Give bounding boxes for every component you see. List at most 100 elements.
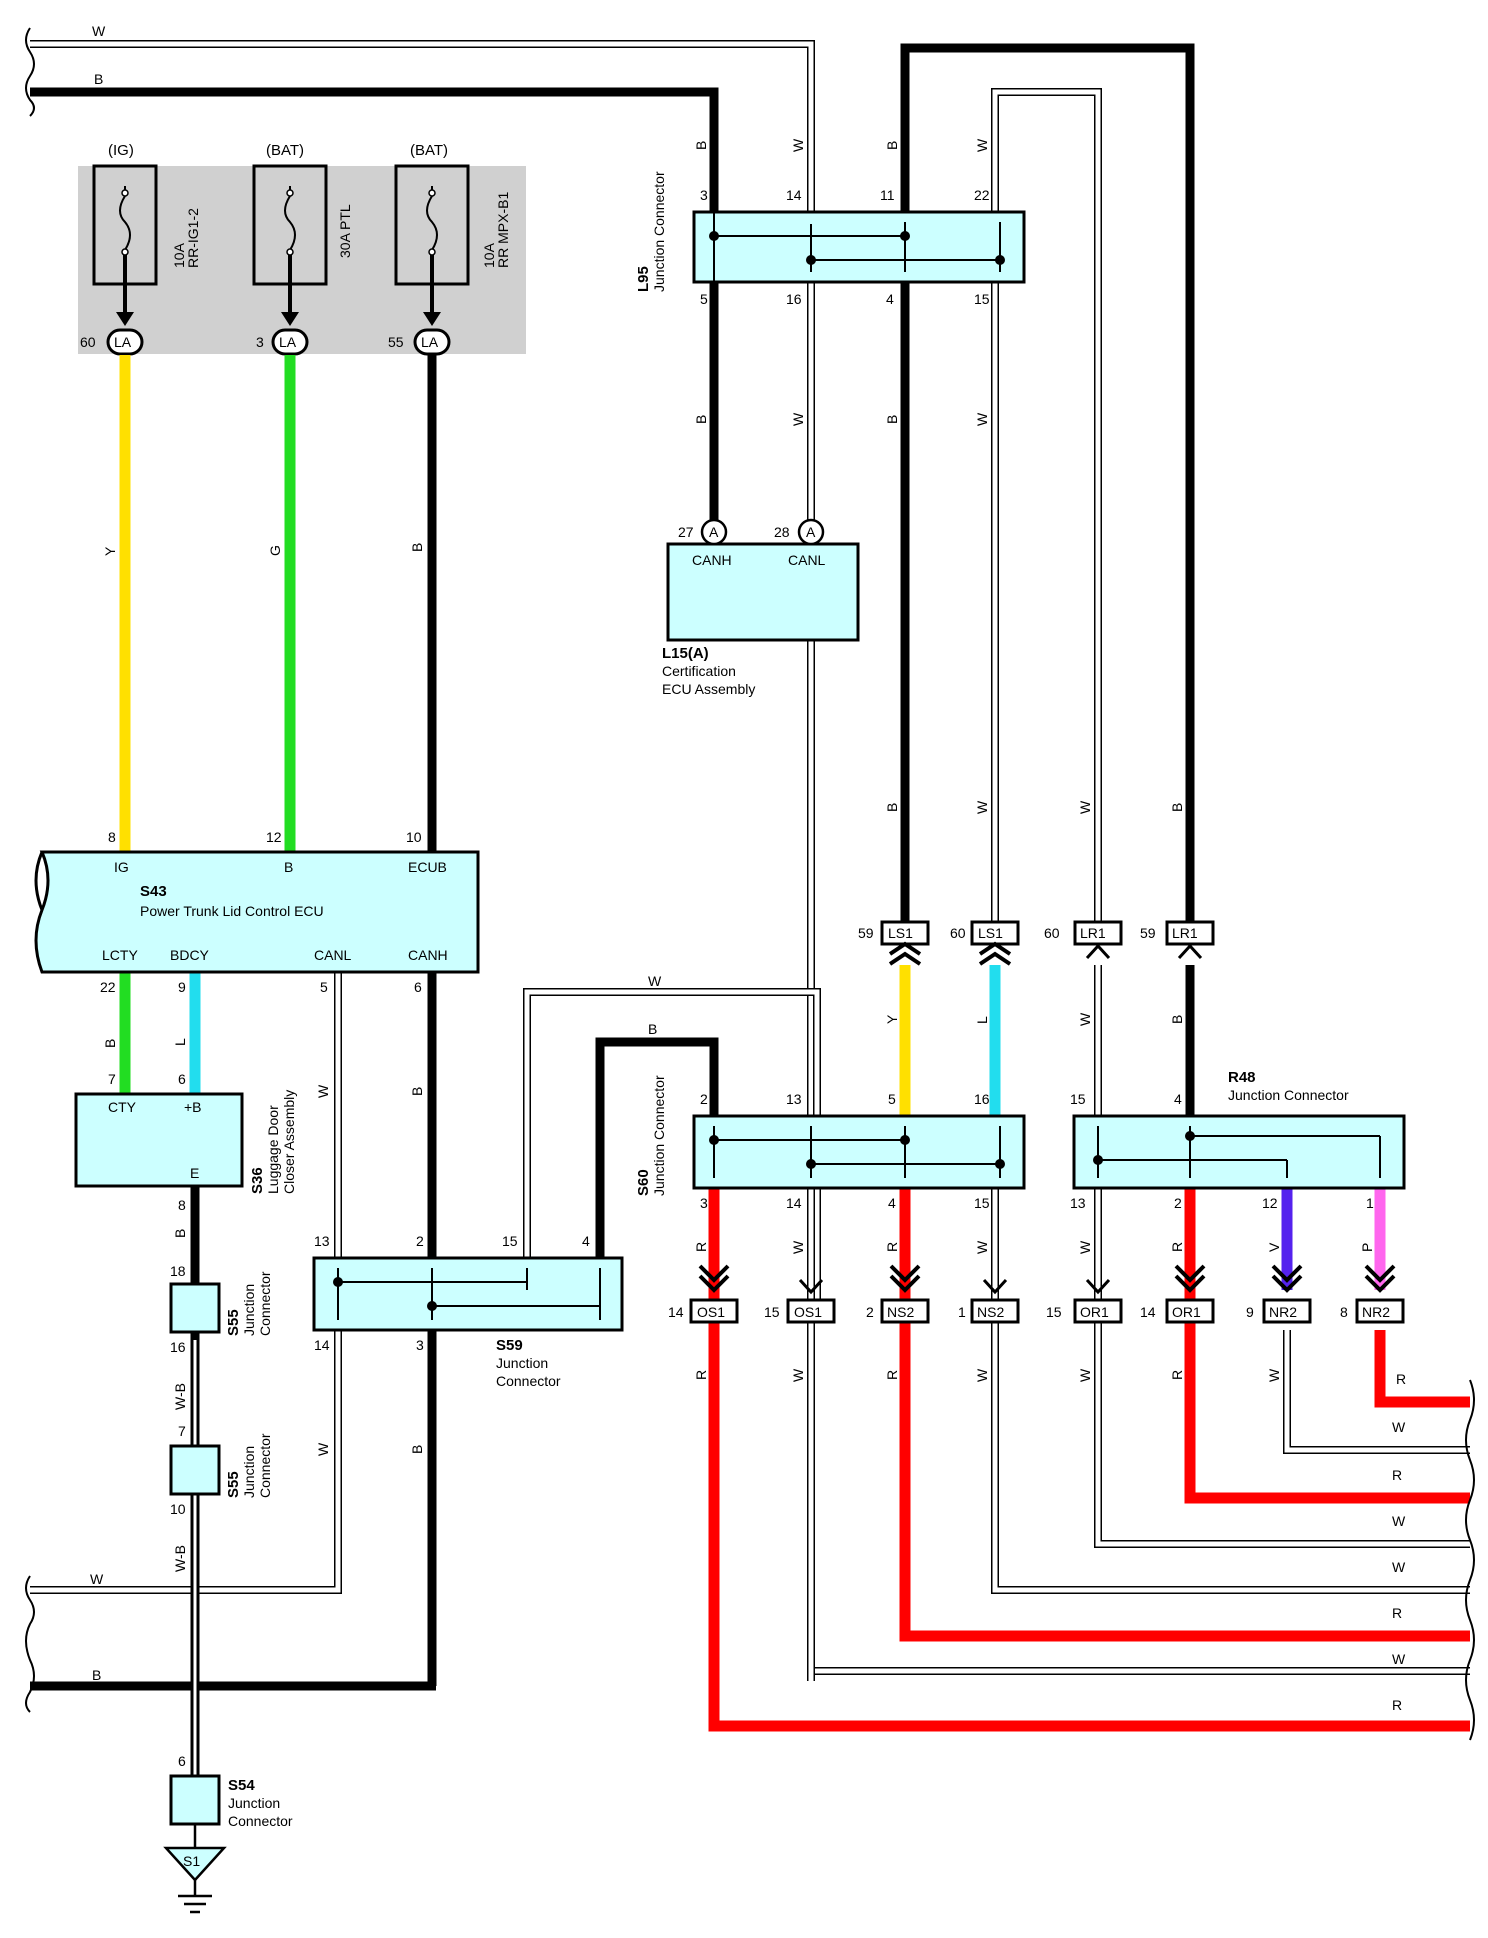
svg-text:ECUB: ECUB <box>408 859 447 875</box>
svg-text:15: 15 <box>1046 1304 1062 1320</box>
fuse-3-source: (BAT) <box>410 142 448 159</box>
svg-text:G: G <box>267 545 283 556</box>
svg-text:4: 4 <box>886 291 894 307</box>
wire-s59-4-b <box>595 1037 719 1258</box>
svg-text:R: R <box>693 1370 709 1380</box>
chevron-down-icon <box>1271 1264 1303 1293</box>
svg-text:LS1: LS1 <box>978 925 1003 941</box>
svg-text:2: 2 <box>1174 1195 1182 1211</box>
svg-text:2: 2 <box>700 1091 708 1107</box>
svg-text:W: W <box>648 973 662 989</box>
svg-text:13: 13 <box>314 1233 330 1249</box>
svg-text:LA: LA <box>279 334 297 350</box>
chevron-down-icon <box>1085 1278 1111 1295</box>
svg-text:LR1: LR1 <box>1080 925 1106 941</box>
svg-text:5: 5 <box>700 291 708 307</box>
svg-text:B: B <box>409 1087 425 1096</box>
svg-text:13: 13 <box>1070 1195 1086 1211</box>
svg-text:3: 3 <box>416 1337 424 1353</box>
svg-text:B: B <box>1169 803 1185 812</box>
svg-text:BDCY: BDCY <box>170 947 210 963</box>
svg-text:15: 15 <box>502 1233 518 1249</box>
svg-text:2: 2 <box>416 1233 424 1249</box>
svg-text:LS1: LS1 <box>888 925 913 941</box>
svg-text:B: B <box>884 415 900 424</box>
svg-text:5: 5 <box>888 1091 896 1107</box>
connector-ns2-2: 2 NS2 <box>866 1264 930 1324</box>
svg-text:W: W <box>1077 1012 1093 1026</box>
svg-text:A: A <box>806 524 816 540</box>
connector-or1-15: 15 OR1 <box>1046 1278 1123 1324</box>
chevron-down-icon <box>1174 1264 1206 1293</box>
svg-text:B: B <box>172 1229 188 1238</box>
svg-text:L: L <box>974 1016 990 1024</box>
s36-name: Luggage Door <box>265 1105 281 1194</box>
svg-text:8: 8 <box>178 1197 186 1213</box>
wire-r48-1-p <box>1374 1188 1470 1408</box>
svg-text:W-B: W-B <box>172 1545 188 1572</box>
fuse-3-rating: 10A <box>481 242 497 268</box>
svg-text:27: 27 <box>678 524 694 540</box>
svg-text:28: 28 <box>774 524 790 540</box>
svg-text:Y: Y <box>884 1014 900 1024</box>
s60-junction-connector: 2 13 5 16 3 14 4 15 S60 Junction Connect… <box>635 1075 1026 1211</box>
svg-text:Connector: Connector <box>257 1433 273 1498</box>
svg-text:R: R <box>884 1370 900 1380</box>
svg-text:10: 10 <box>406 829 422 845</box>
svg-text:R: R <box>1392 1605 1402 1621</box>
svg-text:59: 59 <box>1140 925 1156 941</box>
svg-text:B: B <box>693 415 709 424</box>
svg-text:14: 14 <box>1140 1304 1156 1320</box>
svg-text:22: 22 <box>974 187 990 203</box>
fuse-rr-mpx-b1: (BAT) 10A RR MPX-B1 <box>394 142 511 326</box>
svg-text:12: 12 <box>266 829 282 845</box>
svg-text:15: 15 <box>974 291 990 307</box>
wire-l95-22-loop <box>991 88 1102 925</box>
la-connector-55: 55 LA <box>388 328 451 356</box>
svg-text:14: 14 <box>314 1337 330 1353</box>
connector-os1-15: 15 OS1 <box>764 1278 836 1324</box>
svg-text:W: W <box>1392 1419 1406 1435</box>
l95-junction-connector: 3 14 11 22 5 16 4 15 L95 Junction Connec… <box>635 171 1026 307</box>
wire-l95-11-loop <box>900 43 1195 925</box>
svg-text:16: 16 <box>786 291 802 307</box>
svg-text:S59: S59 <box>496 1337 523 1354</box>
svg-text:1: 1 <box>958 1304 966 1320</box>
svg-text:B: B <box>94 71 103 87</box>
svg-text:OS1: OS1 <box>697 1304 725 1320</box>
svg-text:S55: S55 <box>225 1471 242 1498</box>
ground-icon <box>163 1846 227 1882</box>
svg-text:LCTY: LCTY <box>102 947 138 963</box>
svg-text:W-B: W-B <box>172 1383 188 1410</box>
l95-id: L95 <box>635 266 652 292</box>
svg-text:Connector: Connector <box>257 1271 273 1336</box>
svg-text:59: 59 <box>858 925 874 941</box>
svg-text:NR2: NR2 <box>1269 1304 1297 1320</box>
svg-text:CANH: CANH <box>408 947 448 963</box>
svg-text:B: B <box>884 141 900 150</box>
svg-text:8: 8 <box>1340 1304 1348 1320</box>
connector-nr2-9: 9 NR2 <box>1246 1264 1312 1324</box>
svg-text:14: 14 <box>668 1304 684 1320</box>
svg-text:CTY: CTY <box>108 1099 137 1115</box>
svg-text:9: 9 <box>178 979 186 995</box>
svg-text:12: 12 <box>1262 1195 1278 1211</box>
svg-text:W: W <box>790 412 806 426</box>
svg-text:W: W <box>315 1442 331 1456</box>
svg-text:16: 16 <box>170 1339 186 1355</box>
svg-text:W: W <box>1392 1651 1406 1667</box>
svg-text:S60: S60 <box>635 1169 652 1196</box>
connector-or1-14: 14 OR1 <box>1140 1264 1215 1324</box>
svg-text:7: 7 <box>108 1071 116 1087</box>
svg-text:3: 3 <box>700 187 708 203</box>
wire-w-canl <box>30 972 342 1594</box>
svg-text:L: L <box>172 1038 188 1046</box>
fuse-rr-ig1-2: (IG) 10A RR-IG1-2 <box>92 142 201 326</box>
svg-text:S54: S54 <box>228 1777 255 1794</box>
s54-junction-connector: 6 S54 Junction Connector <box>169 1753 293 1829</box>
svg-text:R: R <box>1169 1242 1185 1252</box>
svg-text:OR1: OR1 <box>1080 1304 1109 1320</box>
la-connector-3: 3 LA <box>256 328 309 356</box>
svg-text:CANH: CANH <box>692 552 732 568</box>
break-mark-left-bottom <box>25 1575 35 1713</box>
